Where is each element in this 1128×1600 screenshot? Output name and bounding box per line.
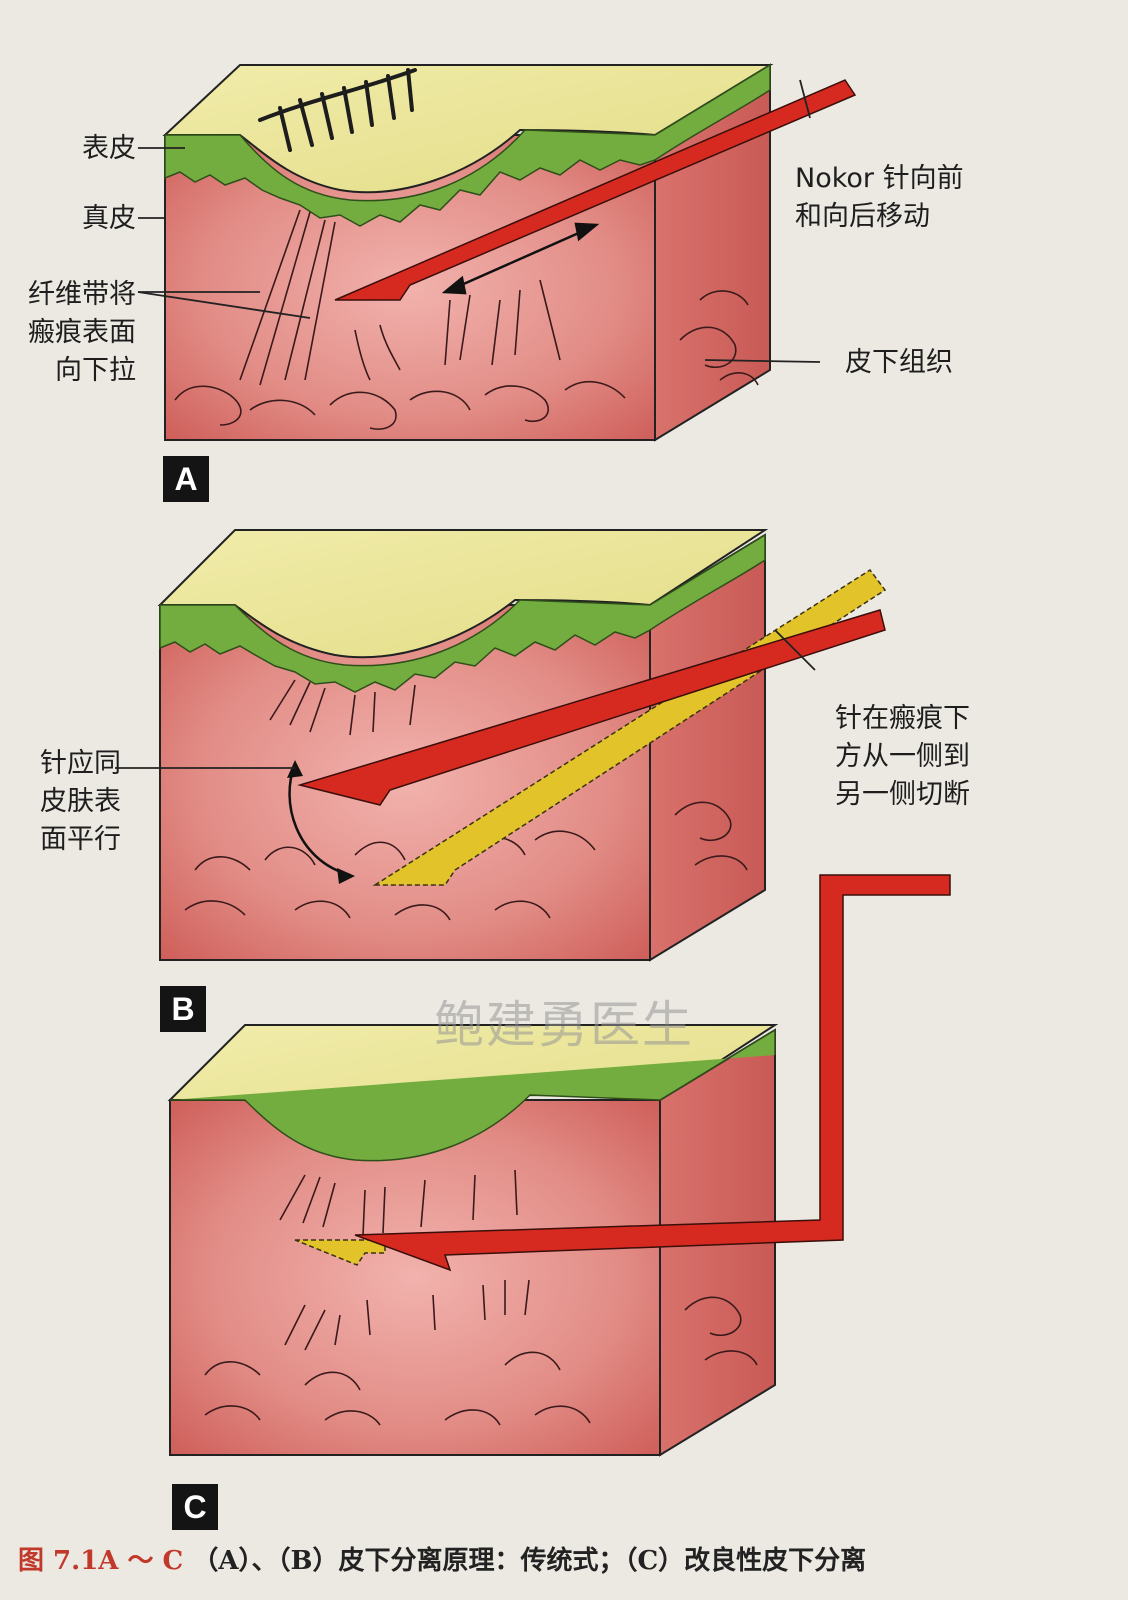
label-needle-cut-line2: 方从一侧到 bbox=[835, 741, 970, 772]
label-needle-motion-line2: 和向后移动 bbox=[795, 201, 930, 232]
label-fibrous-bands-line3: 向下拉 bbox=[55, 355, 136, 386]
label-needle-parallel-line1: 针应同 bbox=[40, 748, 121, 779]
panel-c-diagram bbox=[167, 874, 951, 1457]
label-fibrous-bands: 纤维带将 瘢痕表面 向下拉 bbox=[10, 276, 136, 390]
label-needle-motion: Nokor 针向前 和向后移动 bbox=[795, 160, 964, 236]
label-needle-motion-line1: Nokor 针向前 bbox=[795, 163, 964, 194]
label-needle-cut-line3: 另一侧切断 bbox=[835, 779, 970, 810]
panel-letter-b: B bbox=[160, 986, 206, 1032]
label-needle-cut-line1: 针在瘢痕下 bbox=[835, 703, 970, 734]
panel-letter-a: A bbox=[163, 456, 209, 502]
leader-bands-2 bbox=[137, 291, 311, 319]
panel-a-diagram bbox=[137, 63, 857, 442]
label-fibrous-bands-line2: 瘢痕表面 bbox=[28, 317, 136, 348]
label-dermis: 真皮 bbox=[82, 203, 136, 234]
label-fibrous-bands-line1: 纤维带将 bbox=[28, 279, 136, 310]
figure-number: 图 7.1A ～ C bbox=[18, 1546, 184, 1576]
panel-letter-c: C bbox=[172, 1484, 218, 1530]
watermark: 鲍建勇医生 bbox=[434, 996, 694, 1054]
caption-text: （A）、（B）皮下分离原理：传统式；（C）改良性皮下分离 bbox=[192, 1546, 867, 1576]
leader-subcutaneous bbox=[704, 359, 821, 363]
figure-caption: 图 7.1A ～ C （A）、（B）皮下分离原理：传统式；（C）改良性皮下分离 bbox=[18, 1540, 1118, 1577]
label-needle-parallel-line3: 面平行 bbox=[40, 824, 121, 855]
label-epidermis: 表皮 bbox=[82, 133, 136, 164]
leader-cut bbox=[774, 629, 816, 671]
label-subcutaneous: 皮下组织 bbox=[845, 347, 953, 378]
leader-needle bbox=[799, 79, 811, 119]
label-needle-cut: 针在瘢痕下 方从一侧到 另一侧切断 bbox=[835, 700, 970, 814]
label-needle-parallel-line2: 皮肤表 bbox=[40, 786, 121, 817]
label-needle-parallel: 针应同 皮肤表 面平行 bbox=[40, 745, 121, 859]
panel-b-diagram bbox=[115, 529, 887, 962]
